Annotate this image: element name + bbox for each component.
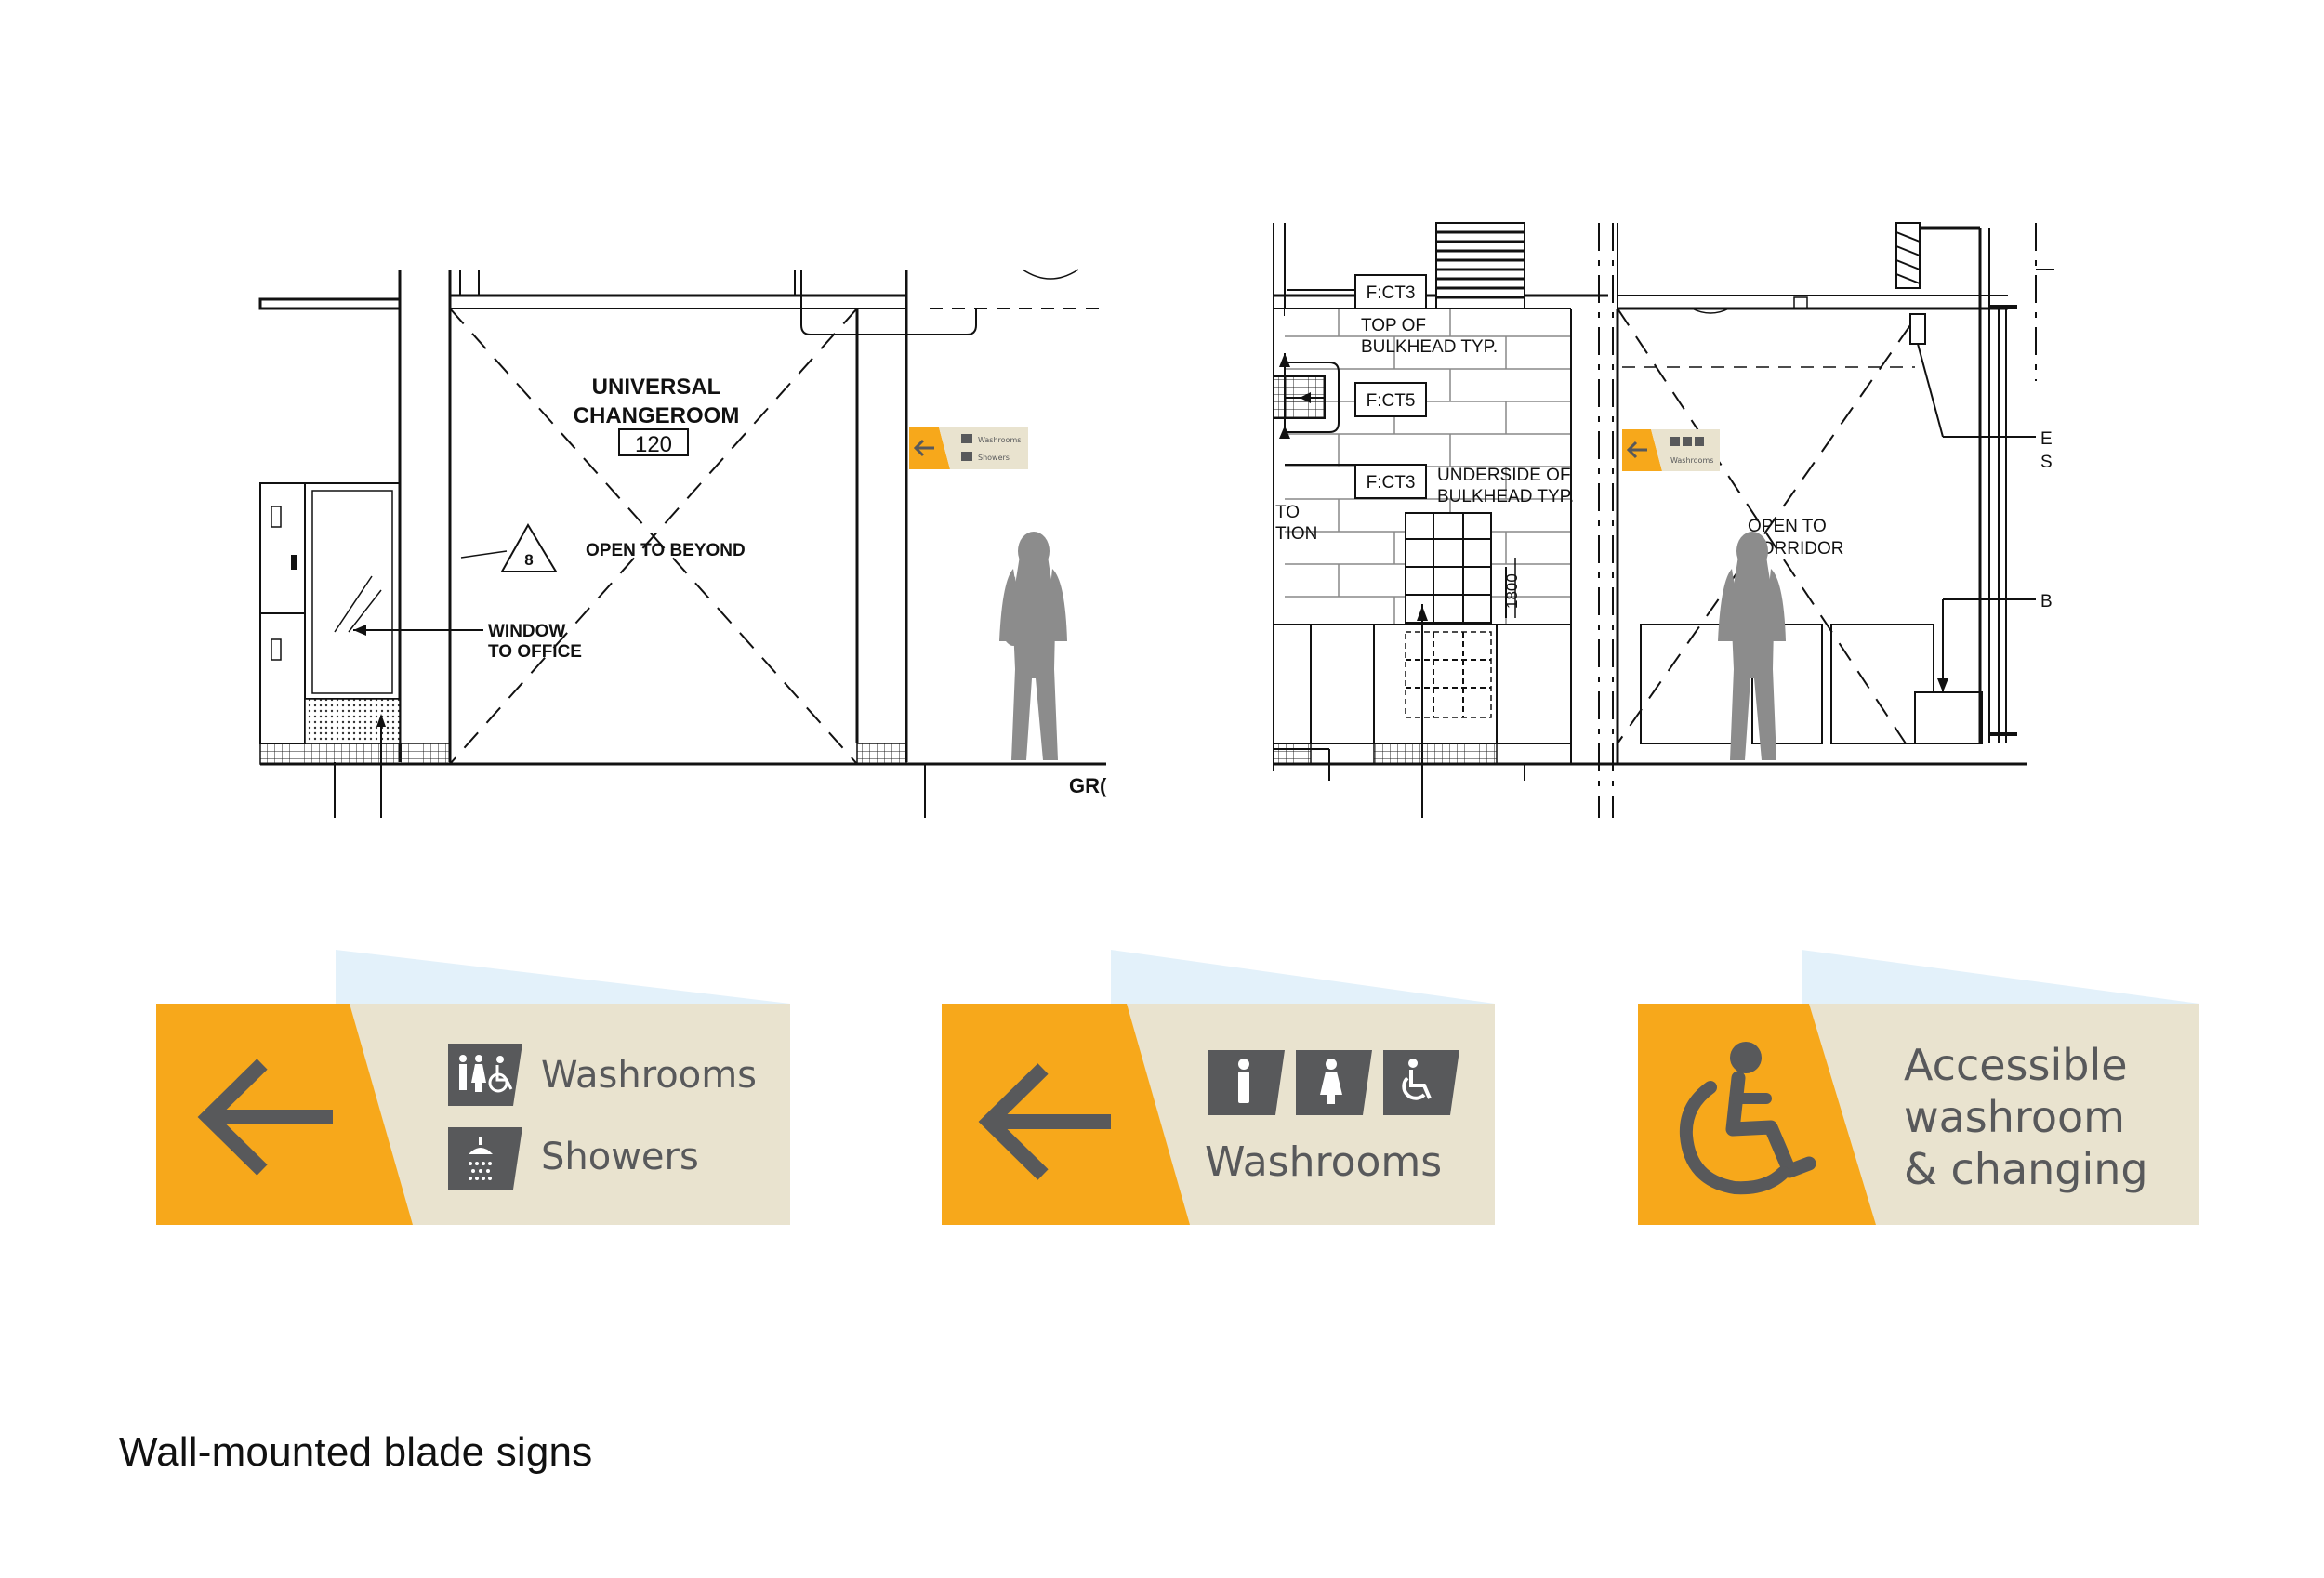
room-name-line-2: CHANGEROOM bbox=[574, 403, 740, 428]
dimension-1800: 1800 bbox=[1503, 573, 1521, 609]
blade-sign-washrooms-showers: Washrooms Showers bbox=[156, 950, 790, 1225]
note-open-to-beyond: OPEN TO BEYOND bbox=[586, 541, 746, 560]
mini-sign-label-right: Washrooms bbox=[1670, 456, 1713, 465]
sign-shadow bbox=[336, 950, 790, 1004]
note-top-line-2: BULKHEAD TYP. bbox=[1361, 337, 1498, 357]
accessible-icon bbox=[1383, 1050, 1459, 1115]
note-window-line-1: WINDOW bbox=[488, 622, 565, 641]
note-top-line-1: TOP OF bbox=[1361, 316, 1426, 335]
finish-tag-1: F:CT3 bbox=[1367, 283, 1416, 303]
sign-shadow bbox=[1802, 950, 2199, 1004]
elevation-drawing-left bbox=[258, 269, 1106, 818]
sign-3-line-3: & changing bbox=[1904, 1144, 2148, 1194]
mini-sign-right: Washrooms bbox=[1622, 429, 1720, 471]
arrow-left-icon bbox=[197, 1059, 333, 1176]
shower-icon bbox=[448, 1127, 522, 1190]
mini-sign-label-1: Washrooms bbox=[978, 436, 1021, 444]
sign-shadow bbox=[1111, 950, 1495, 1004]
edge-text-s: S bbox=[2040, 453, 2053, 472]
blade-sign-accessible: Accessible washroom & changing bbox=[1638, 950, 2199, 1225]
mini-washroom-icon bbox=[961, 434, 972, 443]
mini-female-icon bbox=[1683, 437, 1692, 446]
edge-text-b: B bbox=[2040, 592, 2053, 611]
finish-tag-2: F:CT5 bbox=[1367, 391, 1416, 411]
sign-2-label-washrooms: Washrooms bbox=[1205, 1138, 1442, 1186]
person-silhouette-icon bbox=[1718, 532, 1786, 760]
mini-male-icon bbox=[1670, 437, 1680, 446]
mini-sign-left: Washrooms Showers bbox=[909, 427, 1028, 469]
edge-text-e: E bbox=[2040, 429, 2053, 449]
blade-sign-washrooms: Washrooms bbox=[942, 950, 1495, 1225]
note-under-line-2: BULKHEAD TYP. bbox=[1437, 487, 1574, 506]
person-silhouette-icon bbox=[999, 532, 1067, 760]
sign-1-label-washrooms: Washrooms bbox=[541, 1054, 757, 1097]
note-open-line-1: OPEN TO bbox=[1748, 517, 1827, 536]
finish-tag-3: F:CT3 bbox=[1367, 473, 1416, 493]
female-icon bbox=[1296, 1050, 1372, 1115]
mini-shower-icon bbox=[961, 452, 972, 461]
wheelchair-icon bbox=[1679, 1042, 1816, 1195]
sign-1-label-showers: Showers bbox=[541, 1136, 699, 1178]
sign-3-line-2: washroom bbox=[1904, 1092, 2125, 1142]
washroom-icon bbox=[448, 1044, 522, 1106]
room-name-line-1: UNIVERSAL bbox=[592, 375, 721, 400]
note-window-line-2: TO OFFICE bbox=[488, 642, 582, 662]
edge-text-tion: TION bbox=[1275, 524, 1317, 544]
callout-number: 8 bbox=[524, 551, 533, 569]
note-under-line-1: UNDERSIDE OF bbox=[1437, 466, 1571, 485]
mini-arrow-icon bbox=[913, 439, 934, 457]
mini-accessible-icon bbox=[1695, 437, 1704, 446]
sign-3-line-1: Accessible bbox=[1904, 1040, 2128, 1090]
mini-sign-label-2: Showers bbox=[978, 454, 1010, 462]
mini-arrow-icon-right bbox=[1626, 441, 1647, 459]
figure-caption: Wall-mounted blade signs bbox=[119, 1429, 593, 1475]
room-number: 120 bbox=[635, 432, 672, 457]
note-open-line-2: CORRIDOR bbox=[1748, 539, 1843, 559]
edge-text-to: TO bbox=[1275, 503, 1300, 522]
arrow-left-icon bbox=[978, 1063, 1111, 1180]
elevation-drawing-right bbox=[1273, 222, 2054, 818]
male-icon bbox=[1208, 1050, 1285, 1115]
edge-label-ground: GR( bbox=[1069, 774, 1107, 797]
